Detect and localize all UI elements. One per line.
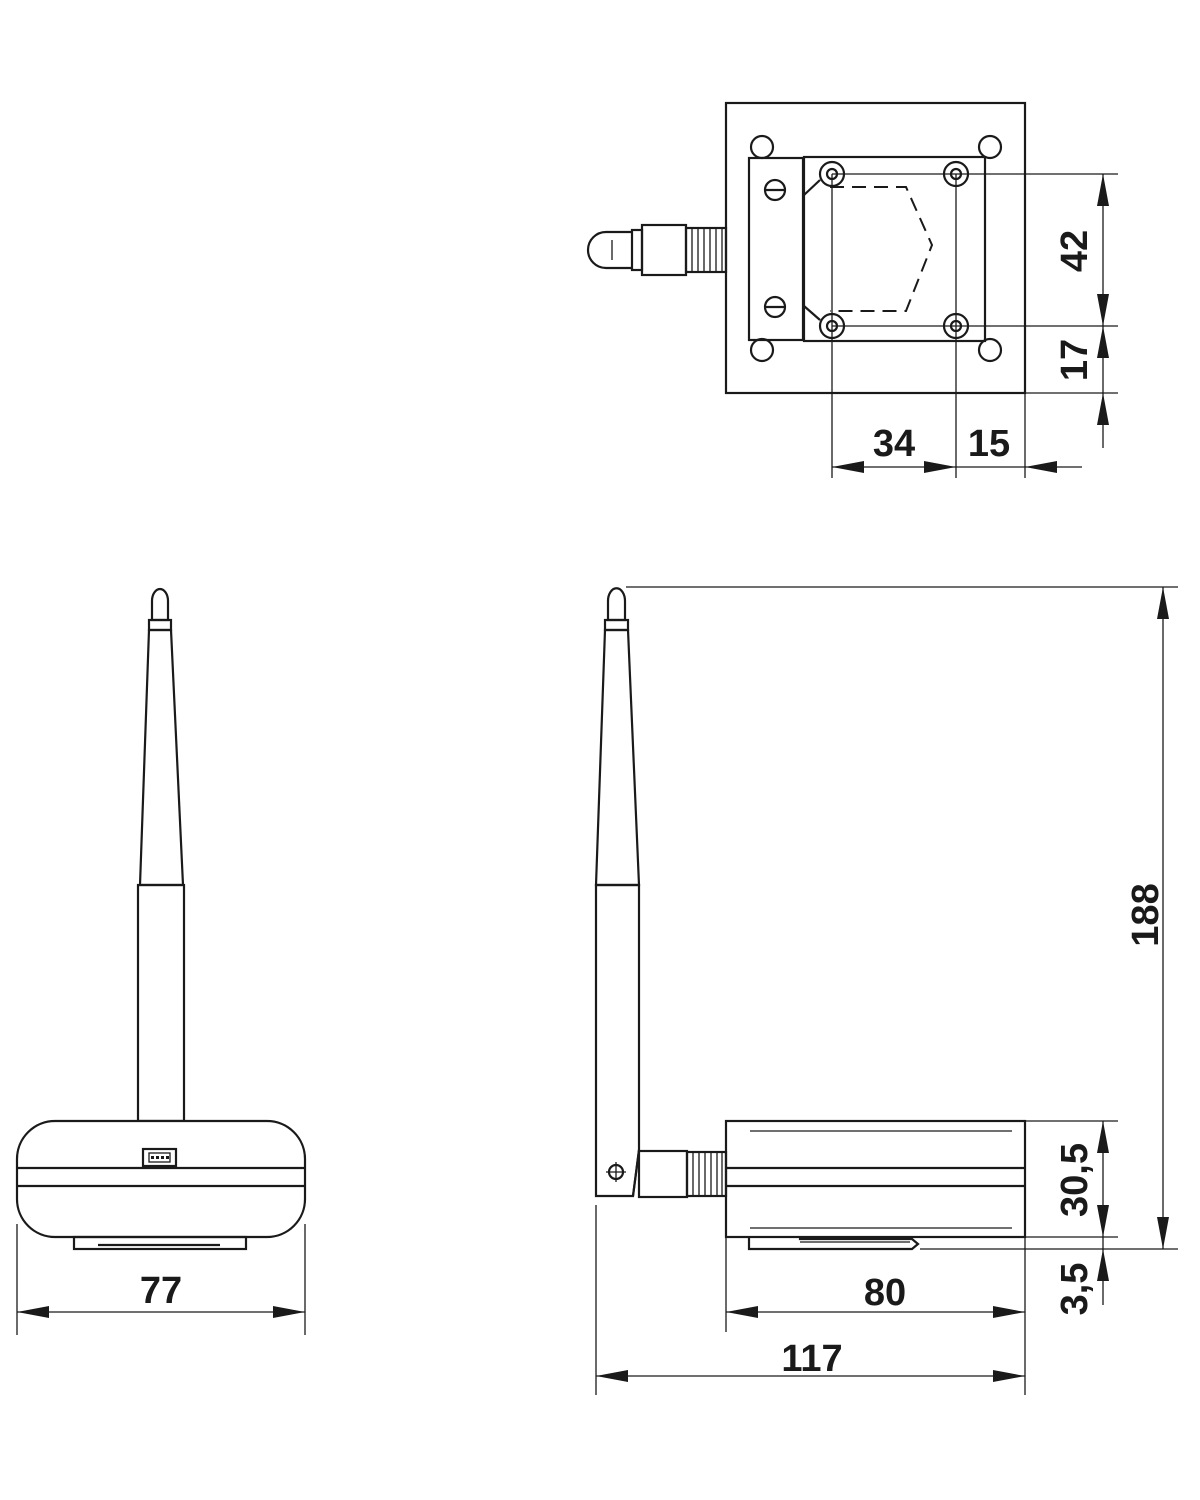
dim-3-5-label: 3,5	[1054, 1263, 1096, 1316]
dimension-arrow	[1157, 587, 1169, 619]
dimension-arrow	[1097, 174, 1109, 206]
dimension-arrow	[1097, 1205, 1109, 1237]
side-view: 188 30,5 3,5 80 117	[594, 586, 1178, 1395]
dimension-arrow	[993, 1306, 1025, 1318]
device-body-front	[15, 1119, 307, 1239]
dimension-arrow	[1097, 1121, 1109, 1153]
dim-188-label: 188	[1125, 883, 1167, 946]
dimension-arrow	[1025, 461, 1057, 473]
dimension-arrow	[1097, 294, 1109, 326]
dim-77-label: 77	[140, 1270, 182, 1312]
mounting-body	[802, 155, 987, 343]
dimension-arrow	[596, 1370, 628, 1382]
dim-117-label: 117	[781, 1338, 842, 1380]
mounting-plate-outline	[724, 101, 1027, 395]
dimension-arrow	[17, 1306, 49, 1318]
corner-hole	[749, 134, 775, 160]
usb-port	[141, 1147, 178, 1168]
antenna-connector-side	[637, 1149, 728, 1199]
antenna-front	[136, 587, 186, 1123]
dimension-arrow	[924, 461, 956, 473]
dim-80-label: 80	[864, 1272, 906, 1314]
top-view: 42 17 34 15	[586, 101, 1118, 478]
screw	[763, 178, 787, 202]
dim-17-label: 17	[1054, 339, 1096, 381]
dimension-arrow	[273, 1306, 305, 1318]
body-edge-line	[803, 305, 821, 321]
dimension-arrow	[1157, 1217, 1169, 1249]
dimension-arrow	[993, 1370, 1025, 1382]
dimension-arrow	[1097, 393, 1109, 425]
mounting-foot-side	[747, 1237, 920, 1251]
dimension-arrow	[1097, 326, 1109, 358]
dim-34-label: 34	[873, 423, 915, 465]
corner-hole	[977, 134, 1003, 160]
dim-15-label: 15	[968, 423, 1010, 465]
corner-hole	[749, 337, 775, 363]
clamp-block	[747, 156, 805, 342]
dimension-arrow	[832, 461, 864, 473]
dimension-arrow	[1097, 1249, 1109, 1281]
antenna-side	[594, 587, 641, 1198]
front-view: 77	[15, 587, 307, 1335]
screw	[763, 295, 787, 319]
hidden-outline	[830, 186, 934, 312]
dim-30-5-label: 30,5	[1054, 1143, 1096, 1217]
corner-hole	[977, 337, 1003, 363]
antenna-connector-top	[586, 223, 728, 277]
device-body-side	[724, 1119, 1027, 1239]
dim-42-label: 42	[1054, 230, 1096, 272]
dimension-arrow	[726, 1306, 758, 1318]
body-edge-line	[803, 179, 821, 196]
mounting-foot	[72, 1235, 248, 1251]
